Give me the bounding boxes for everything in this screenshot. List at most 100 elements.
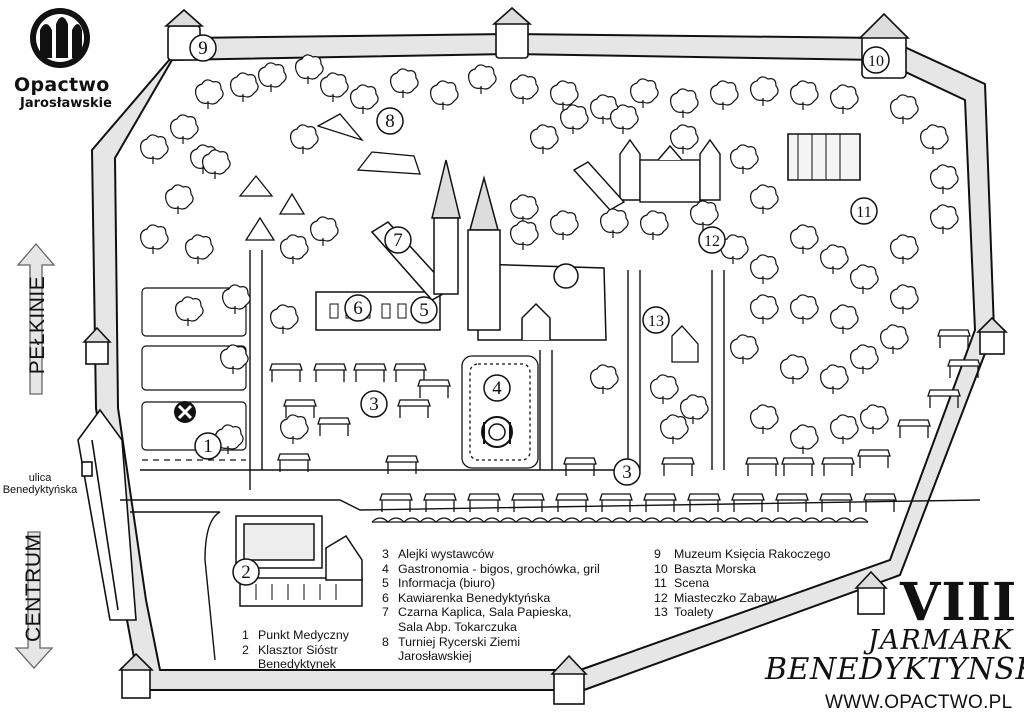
legend-number: 7: [382, 605, 389, 620]
stall: [897, 419, 931, 438]
legend-number: 10: [654, 561, 668, 576]
toilets-hut: [671, 325, 699, 363]
bouncy-castle: [619, 138, 721, 203]
street-label-line1: ulica: [28, 472, 52, 484]
legend-text: Czarna Kaplica, Sala Papieska,: [398, 605, 572, 620]
legend-text: Kawiarenka Benedyktyńska: [398, 590, 551, 605]
tree: [830, 414, 859, 444]
knight-tents: [238, 113, 421, 241]
legend-item: Sala Abp. Tokarczuka: [382, 620, 600, 635]
marker-11: 11: [850, 197, 878, 225]
street-label-line2: Benedyktyńska: [2, 484, 78, 496]
medical-cross-icon: [174, 401, 196, 423]
tree: [175, 296, 204, 326]
legend-text: Baszta Morska: [674, 561, 756, 576]
legend-text: Alejki wystawców: [398, 547, 494, 561]
paths: [120, 250, 981, 661]
long-shed: [572, 161, 626, 211]
legend-number: 11: [654, 576, 667, 591]
tree: [730, 334, 759, 364]
legend-item: 11 Scena: [654, 576, 830, 591]
tree: [510, 74, 539, 104]
stall: [857, 449, 891, 468]
stall: [467, 493, 501, 512]
tree: [750, 404, 779, 434]
tree: [590, 364, 619, 394]
marker-label: 8: [385, 111, 395, 132]
marker-3: 3: [360, 390, 388, 418]
tower-left: [82, 326, 112, 365]
stall: [775, 493, 809, 512]
garden-plots: [141, 287, 247, 461]
marker-label: 7: [393, 230, 403, 251]
legend-text: Muzeum Księcia Rakoczego: [674, 547, 831, 561]
stall: [269, 363, 303, 382]
stall: [937, 329, 971, 348]
marker-12: 12: [698, 226, 726, 254]
legend-text: Sala Abp. Tokarczuka: [398, 619, 517, 634]
restaurant-icon: [481, 416, 513, 448]
tree: [640, 210, 669, 240]
tree: [550, 80, 579, 110]
legend-text: Scena: [674, 576, 710, 591]
tree: [790, 80, 819, 110]
marker-3: 3: [613, 458, 641, 486]
tree: [170, 114, 199, 144]
marker-label: 5: [419, 300, 429, 321]
legend-text: Klasztor Sióstr: [258, 642, 338, 657]
legend-number: 3: [382, 547, 389, 561]
tree: [780, 354, 809, 384]
legend-item: 7 Czarna Kaplica, Sala Papieska,: [382, 605, 600, 620]
tree: [280, 234, 309, 264]
arrow-up-icon: [16, 243, 56, 395]
tree: [830, 84, 859, 114]
marker-label: 11: [856, 204, 871, 221]
tree: [202, 149, 231, 179]
tree: [750, 76, 779, 106]
tower-bottom-right: [854, 570, 888, 615]
legend-text: Turniej Rycerski Ziemi: [398, 634, 521, 649]
event-title-line2: BENEDYKTYNSKI: [765, 652, 1024, 687]
tree: [890, 234, 919, 264]
stall: [947, 359, 981, 378]
tree: [220, 344, 249, 374]
legend-text: Gastronomia - bigos, grochówka, gril: [398, 561, 600, 576]
gate-building: [77, 408, 137, 621]
tree: [720, 234, 749, 264]
tree: [310, 216, 339, 246]
event-title-line1: JARMARK: [868, 625, 1014, 656]
tree: [750, 254, 779, 284]
stall: [863, 493, 897, 512]
marker-label: 9: [198, 38, 208, 59]
logo-icon: [30, 8, 90, 68]
tree: [510, 220, 539, 250]
marker-label: 1: [203, 436, 213, 457]
tower-right: [976, 316, 1008, 355]
website-url: WWW.OPACTWO.PL: [825, 692, 1013, 713]
stall: [599, 493, 633, 512]
legend-number: 1: [242, 628, 249, 642]
tree: [750, 184, 779, 214]
tree: [195, 79, 224, 109]
stall: [313, 363, 347, 382]
marker-13: 13: [642, 306, 670, 334]
tree: [610, 104, 639, 134]
hedge: [371, 517, 869, 523]
tree: [920, 124, 949, 154]
stall: [555, 493, 589, 512]
legend-text: Punkt Medyczny: [258, 628, 349, 642]
legend-item: Benedyktynek: [242, 657, 349, 672]
marker-label: 10: [868, 53, 884, 70]
marker-4: 4: [483, 374, 511, 402]
stage: [787, 133, 861, 181]
legend-number: 4: [382, 561, 389, 576]
stall: [821, 457, 855, 476]
stall: [423, 493, 457, 512]
tree: [230, 72, 259, 102]
stall: [317, 417, 351, 436]
tree: [790, 424, 819, 454]
